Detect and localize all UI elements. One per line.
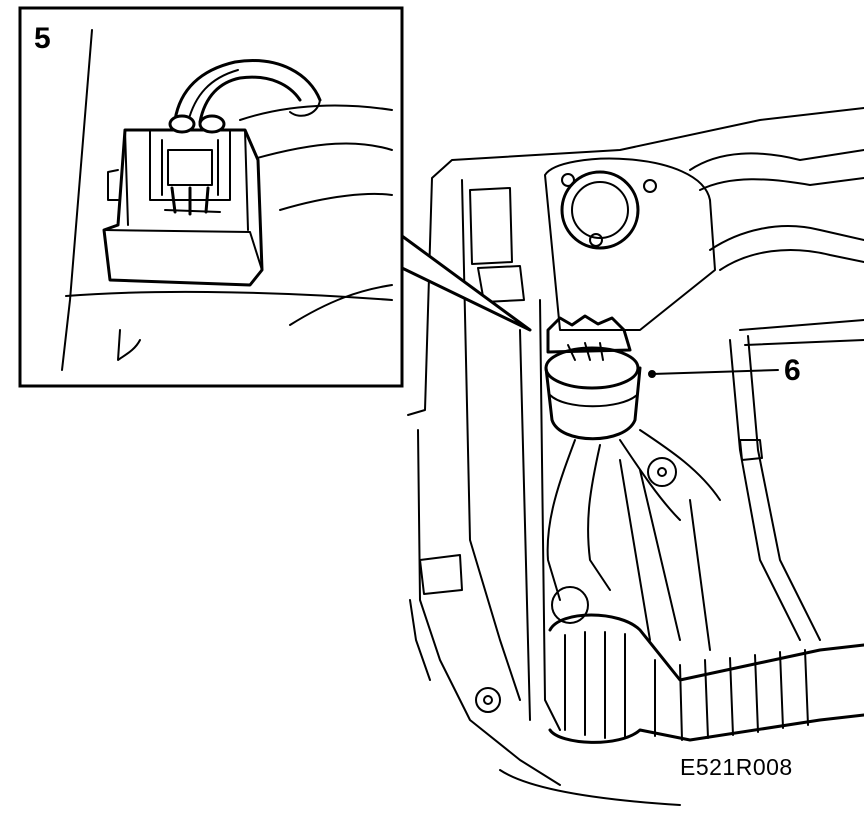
callout-number-6: 6 — [784, 354, 801, 387]
engine-bay-drawing — [407, 107, 864, 806]
callout-number-5: 5 — [34, 22, 51, 55]
figure-reference-code: E521R008 — [680, 754, 793, 780]
connector-detail-drawing — [61, 29, 393, 371]
